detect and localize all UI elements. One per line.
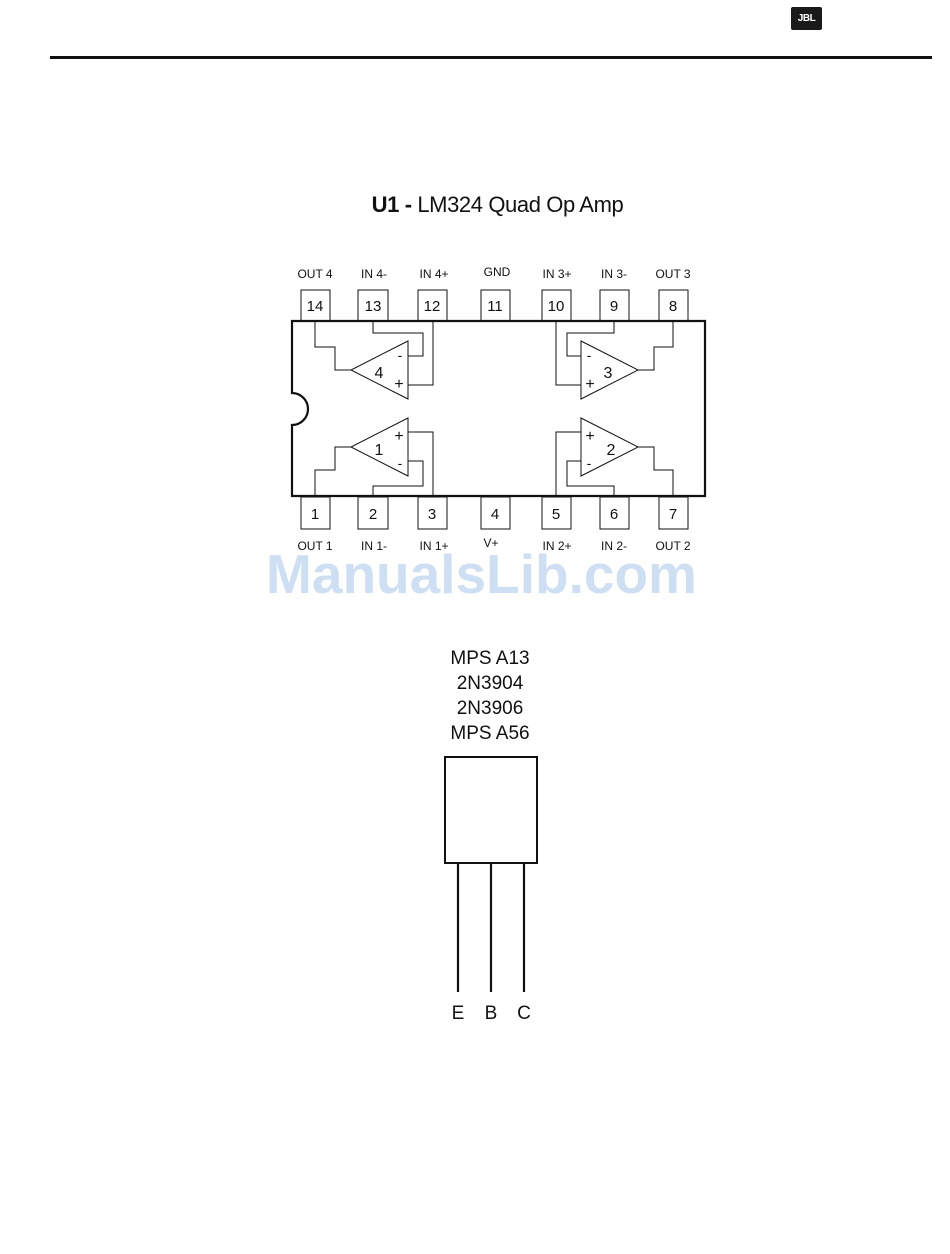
svg-text:-: - [587, 455, 592, 471]
opamp-number: 2 [607, 442, 616, 459]
top-pin-label: IN 4- [361, 267, 387, 281]
top-pin-label: OUT 3 [655, 267, 690, 281]
svg-text:+: + [394, 376, 403, 393]
opamp-number: 3 [604, 365, 613, 382]
top-pin-number: 9 [610, 298, 618, 315]
opamp-number: 1 [375, 442, 384, 459]
svg-text:+: + [394, 428, 403, 445]
bottom-pin-number: 5 [552, 506, 560, 523]
top-pin-label: GND [484, 265, 511, 279]
top-pin-number: 12 [424, 298, 441, 315]
watermark: ManualsLib.com [0, 542, 950, 606]
lead-label-base: B [485, 1003, 498, 1024]
top-pin-number: 10 [548, 298, 565, 315]
transistor-part-number: MPS A13 [380, 646, 600, 671]
top-pin-label: IN 3- [601, 267, 627, 281]
bottom-pin-number: 7 [669, 506, 677, 523]
bottom-pin-number: 6 [610, 506, 618, 523]
top-pin-label: OUT 4 [297, 267, 332, 281]
top-pin-number: 8 [669, 298, 677, 315]
svg-text:-: - [398, 455, 403, 471]
top-pin-number: 13 [365, 298, 382, 315]
top-pin-label: IN 3+ [542, 267, 571, 281]
opamp-4: - + 4 [315, 321, 433, 399]
top-pin-label: IN 4+ [419, 267, 448, 281]
opamp-3: - + 3 [556, 321, 673, 399]
bottom-pin-number: 3 [428, 506, 436, 523]
ic-body [292, 321, 705, 496]
transistor-part-number: 2N3904 [380, 671, 600, 696]
svg-text:+: + [585, 376, 594, 393]
transistor-part-list: MPS A13 2N3904 2N3906 MPS A56 [380, 646, 600, 746]
transistor-leads [458, 863, 524, 992]
opamp-number: 4 [375, 365, 384, 382]
bottom-pin-number: 4 [491, 506, 499, 523]
opamp-2: + - 2 [556, 418, 673, 496]
transistor-part-number: 2N3906 [380, 696, 600, 721]
transistor-body [445, 757, 537, 863]
lead-label-emitter: E [452, 1003, 465, 1024]
svg-text:-: - [587, 347, 592, 363]
bottom-pin-number: 2 [369, 506, 377, 523]
svg-text:+: + [585, 428, 594, 445]
transistor-part-number: MPS A56 [380, 721, 600, 746]
bottom-pin-number: 1 [311, 506, 319, 523]
top-pin-number: 11 [487, 298, 503, 315]
lead-label-collector: C [517, 1003, 531, 1024]
svg-text:-: - [398, 347, 403, 363]
opamp-1: + - 1 [315, 418, 433, 496]
top-pin-number: 14 [307, 298, 324, 315]
